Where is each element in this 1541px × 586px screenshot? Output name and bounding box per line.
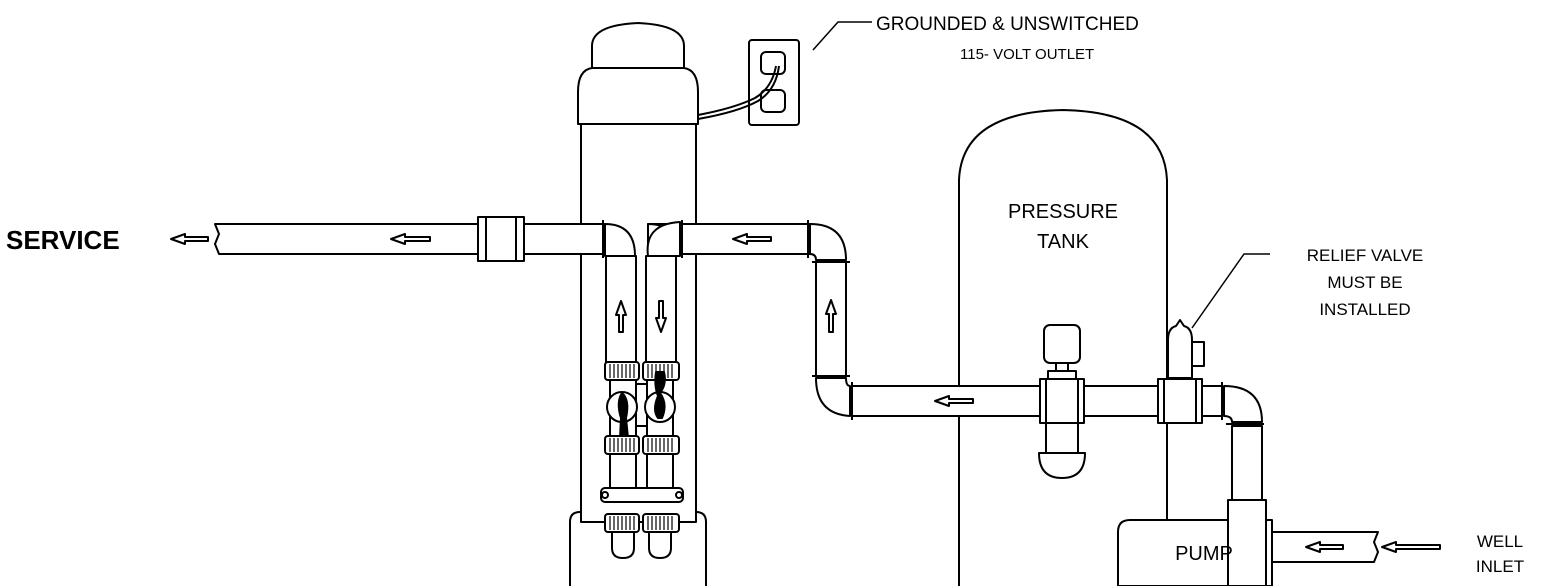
flow-arrow-well-label bbox=[1381, 541, 1441, 553]
outlet-label-line2: 115- VOLT OUTLET bbox=[960, 46, 1094, 63]
power-cord-inner bbox=[697, 65, 780, 120]
elbow-inlet-bottom bbox=[815, 377, 851, 417]
elbow-inlet-curve bbox=[646, 221, 681, 257]
well-inlet-label-line2: INLET bbox=[1476, 557, 1524, 576]
flow-arrow-service-label bbox=[170, 233, 209, 245]
pump-riser-pipe bbox=[1231, 425, 1263, 501]
pressure-switch bbox=[1038, 324, 1086, 479]
relief-valve-label-line1: RELIEF VALVE bbox=[1307, 246, 1424, 265]
bypass-handle-right[interactable] bbox=[654, 371, 666, 419]
flow-arrow-up-riser bbox=[615, 300, 627, 333]
power-cord bbox=[697, 65, 777, 116]
relief-valve bbox=[1157, 319, 1205, 424]
pump-label: PUMP bbox=[1175, 543, 1233, 565]
flow-arrow-service-pipe bbox=[390, 233, 431, 245]
softener-tank bbox=[580, 121, 697, 523]
service-pipe-coupling bbox=[477, 216, 525, 262]
pressure-tank-label-line2: TANK bbox=[1037, 231, 1090, 253]
outlet-leader-line bbox=[812, 21, 872, 51]
bypass-handle-left[interactable] bbox=[617, 392, 629, 439]
elbow-inlet-top bbox=[809, 223, 847, 261]
elbow-pump bbox=[1223, 385, 1263, 423]
flow-arrow-main-pipe bbox=[934, 395, 974, 407]
pump bbox=[1117, 499, 1273, 586]
bypass-valve-assembly bbox=[600, 361, 684, 559]
flow-arrow-vertical-pipe bbox=[825, 299, 837, 333]
well-inlet-label-line1: WELL bbox=[1477, 532, 1523, 551]
softener-controller-cap bbox=[577, 22, 699, 125]
pressure-tank-label-line1: PRESSURE bbox=[1008, 201, 1118, 223]
relief-leader-line bbox=[1191, 253, 1270, 329]
flow-arrow-well-pipe bbox=[1305, 541, 1344, 553]
flow-arrow-inlet-pipe bbox=[732, 233, 772, 245]
outlet-label-line1: GROUNDED & UNSWITCHED bbox=[876, 14, 1139, 35]
service-label: SERVICE bbox=[6, 225, 120, 255]
relief-valve-label-line2: MUST BE bbox=[1327, 273, 1402, 292]
flow-arrow-down-riser bbox=[655, 300, 667, 333]
relief-valve-label-line3: INSTALLED bbox=[1319, 300, 1410, 319]
